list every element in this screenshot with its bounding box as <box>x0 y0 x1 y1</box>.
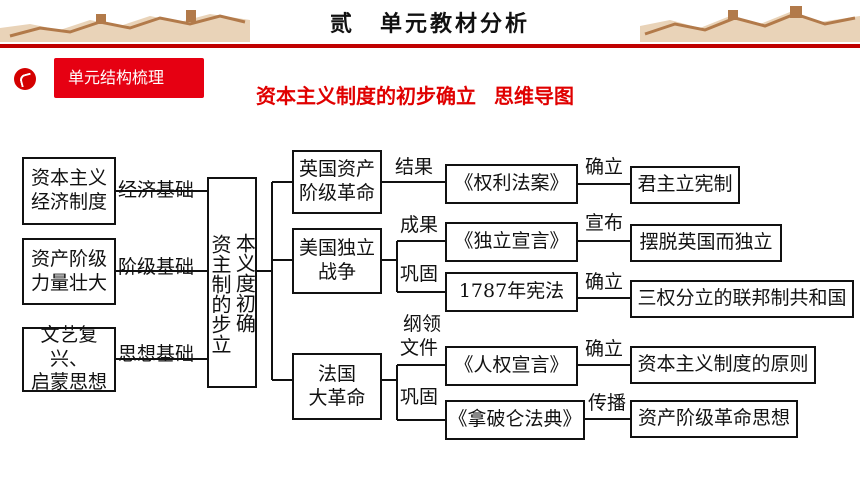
verb-declare: 宣布 <box>585 212 624 234</box>
outcome-constitutional-monarchy: 君主立宪制 <box>630 166 740 204</box>
header-divider <box>0 44 860 48</box>
outcome-capitalism-principles: 资本主义制度的原则 <box>630 346 816 384</box>
event-box-french-revolution: 法国大革命 <box>292 353 382 420</box>
diagram-title-main: 资本主义制度的初步确立 <box>256 84 476 108</box>
label-result: 结果 <box>395 156 434 178</box>
label-thought-basis: 思想基础 <box>118 343 195 365</box>
verb-establish-1: 确立 <box>585 156 624 178</box>
event-american-line1: 美国独立 <box>298 237 375 260</box>
outcome-revolutionary-thought: 资产阶级革命思想 <box>630 400 798 438</box>
center-col-1: 资主制的步立 <box>208 233 232 354</box>
left-box-economic: 资本主义经济制度 <box>22 157 116 225</box>
label-program-line1: 纲领 <box>403 313 442 335</box>
event-box-english-revolution: 英国资产阶级革命 <box>292 150 382 214</box>
center-col-1-text: 资主制的步立 <box>208 233 232 354</box>
left-box-thought-line2: 启蒙思想 <box>30 371 107 394</box>
section-tag: 单元结构梳理 <box>54 58 204 98</box>
great-wall-left-decoration <box>0 10 250 42</box>
left-box-thought: 文艺复兴、启蒙思想 <box>22 323 116 394</box>
label-achievement: 成果 <box>400 214 439 236</box>
event-french-line1: 法国 <box>317 362 356 385</box>
left-box-class-line2: 力量壮大 <box>30 271 107 294</box>
diagram-title-sub: 思维导图 <box>494 84 574 108</box>
left-box-class-line1: 资产阶级 <box>30 247 107 270</box>
event-english-line1: 英国资产 <box>298 158 375 181</box>
event-box-american-war: 美国独立战争 <box>292 228 382 294</box>
left-box-class: 资产阶级力量壮大 <box>22 238 116 305</box>
event-american-line2: 战争 <box>317 261 356 283</box>
center-col-2-text: 本义度初确 <box>232 232 257 333</box>
header-title: 贰 单元教材分析 <box>329 12 530 37</box>
document-declaration-of-independence: 《独立宣言》 <box>445 222 578 262</box>
diagram-title: 资本主义制度的初步确立思维导图 <box>256 80 574 109</box>
label-class-basis: 阶级基础 <box>118 256 195 278</box>
document-bill-of-rights: 《权利法案》 <box>445 164 578 204</box>
outcome-federal-republic: 三权分立的联邦制共和国 <box>630 280 854 318</box>
event-french-line2: 大革命 <box>308 386 366 409</box>
left-box-economic-line1: 资本主义 <box>30 167 107 190</box>
label-program-line2: 文件 <box>400 337 439 359</box>
center-col-2: 本义度初确 <box>232 232 257 333</box>
page-header: 贰 单元教材分析 <box>0 0 860 52</box>
left-box-economic-line2: 经济制度 <box>30 191 107 213</box>
verb-spread: 传播 <box>588 392 627 414</box>
verb-establish-2: 确立 <box>585 271 624 293</box>
center-box-capitalism-established: 资主制的步立 本义度初确 <box>207 177 257 388</box>
label-consolidate-us: 巩固 <box>400 263 439 285</box>
document-1787-constitution: 1787年宪法 <box>445 272 578 312</box>
event-english-line2: 阶级革命 <box>298 182 375 204</box>
left-box-thought-line1: 文艺复兴、 <box>40 323 98 370</box>
outcome-independence: 摆脱英国而独立 <box>630 224 782 262</box>
label-economic-basis: 经济基础 <box>118 179 195 201</box>
great-wall-right-decoration <box>640 6 860 42</box>
verb-establish-3: 确立 <box>585 338 624 360</box>
document-declaration-of-rights-of-man: 《人权宣言》 <box>445 346 578 386</box>
section-bullet-icon <box>14 68 36 90</box>
document-napoleonic-code: 《拿破仑法典》 <box>445 400 585 440</box>
label-consolidate-fr: 巩固 <box>400 386 439 408</box>
